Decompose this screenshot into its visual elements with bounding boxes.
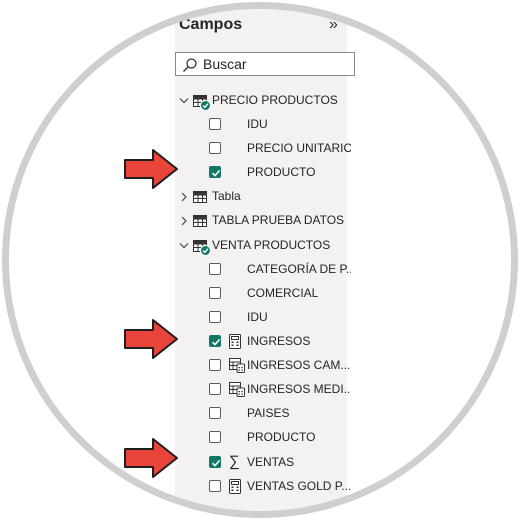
field-row[interactable]: PRODUCTO	[2, 161, 518, 185]
red-arrow-icon	[124, 438, 178, 478]
chevron-down-icon[interactable]	[179, 239, 189, 251]
field-row[interactable]: PRECIO UNITARIO	[2, 137, 518, 161]
field-name: PRODUCTO	[247, 165, 316, 179]
field-row[interactable]: ∑ VENTAS	[2, 451, 518, 475]
quick-measure-icon	[229, 382, 245, 402]
field-checkbox[interactable]	[209, 383, 221, 395]
sigma-icon: ∑	[229, 453, 240, 470]
table-name: TABLA PRUEBA DATOS	[212, 213, 345, 227]
table-name: VENTA PRODUCTOS	[212, 238, 331, 252]
field-row[interactable]: INGRESOS CAM...	[2, 354, 518, 378]
field-checkbox[interactable]	[209, 335, 221, 347]
field-checkbox[interactable]	[209, 431, 221, 443]
table-row[interactable]: PRECIO PRODUCTOS	[2, 89, 518, 113]
field-name: IDU	[247, 310, 268, 324]
chevron-right-icon[interactable]	[179, 190, 189, 202]
field-checkbox[interactable]	[209, 287, 221, 299]
field-name: VENTAS	[247, 455, 295, 469]
field-row[interactable]: INGRESOS MEDI...	[2, 378, 518, 402]
table-row[interactable]: Tabla	[2, 185, 518, 209]
search-box[interactable]	[175, 52, 355, 76]
field-row[interactable]: IDU	[2, 113, 518, 137]
selected-badge-icon	[200, 100, 211, 111]
field-name: CATEGORÍA DE P...	[247, 262, 351, 276]
table-icon	[193, 190, 207, 208]
calculator-icon	[229, 479, 241, 499]
red-arrow-icon	[124, 319, 178, 359]
field-checkbox[interactable]	[209, 407, 221, 419]
field-name: INGRESOS MEDI...	[247, 382, 351, 396]
table-row[interactable]: TABLA PRUEBA DATOS	[2, 209, 518, 233]
red-arrow-icon	[124, 149, 178, 189]
field-row[interactable]: PRODUCTO	[2, 426, 518, 450]
table-row[interactable]: VENTA PRODUCTOS	[2, 234, 518, 258]
field-checkbox[interactable]	[209, 166, 221, 178]
field-name: IDU	[247, 117, 268, 131]
field-name: INGRESOS CAM...	[247, 358, 351, 372]
field-row[interactable]: INGRESOS	[2, 330, 518, 354]
chevron-down-icon[interactable]	[179, 94, 189, 106]
field-name: COMERCIAL	[247, 286, 319, 300]
field-name: PAISES	[247, 406, 290, 420]
field-checkbox[interactable]	[209, 456, 221, 468]
chevron-right-icon[interactable]	[179, 214, 189, 226]
field-checkbox[interactable]	[209, 263, 221, 275]
collapse-pane-icon[interactable]: »	[329, 16, 338, 33]
selected-badge-icon	[200, 245, 211, 256]
search-icon	[183, 58, 197, 72]
pane-title: Campos	[179, 16, 243, 33]
field-name: INGRESOS	[247, 334, 311, 348]
table-name: Tabla	[212, 189, 241, 203]
field-name: VENTAS GOLD P...	[247, 479, 351, 493]
field-checkbox[interactable]	[209, 359, 221, 371]
search-input[interactable]	[203, 54, 343, 74]
field-name: PRECIO UNITARIO	[247, 141, 351, 155]
field-checkbox[interactable]	[209, 142, 221, 154]
field-row[interactable]: COMERCIAL	[2, 282, 518, 306]
calculator-icon	[229, 334, 241, 354]
field-checkbox[interactable]	[209, 480, 221, 492]
table-name: PRECIO PRODUCTOS	[212, 93, 338, 107]
field-row[interactable]: VENTAS GOLD P...	[2, 475, 518, 499]
field-row[interactable]: PAISES	[2, 402, 518, 426]
quick-measure-icon	[229, 358, 245, 378]
fields-pane	[175, 2, 347, 518]
field-row[interactable]: CATEGORÍA DE P...	[2, 258, 518, 282]
field-checkbox[interactable]	[209, 311, 221, 323]
field-name: PRODUCTO	[247, 430, 316, 444]
table-icon	[193, 214, 207, 232]
field-checkbox[interactable]	[209, 118, 221, 130]
field-row[interactable]: IDU	[2, 306, 518, 330]
